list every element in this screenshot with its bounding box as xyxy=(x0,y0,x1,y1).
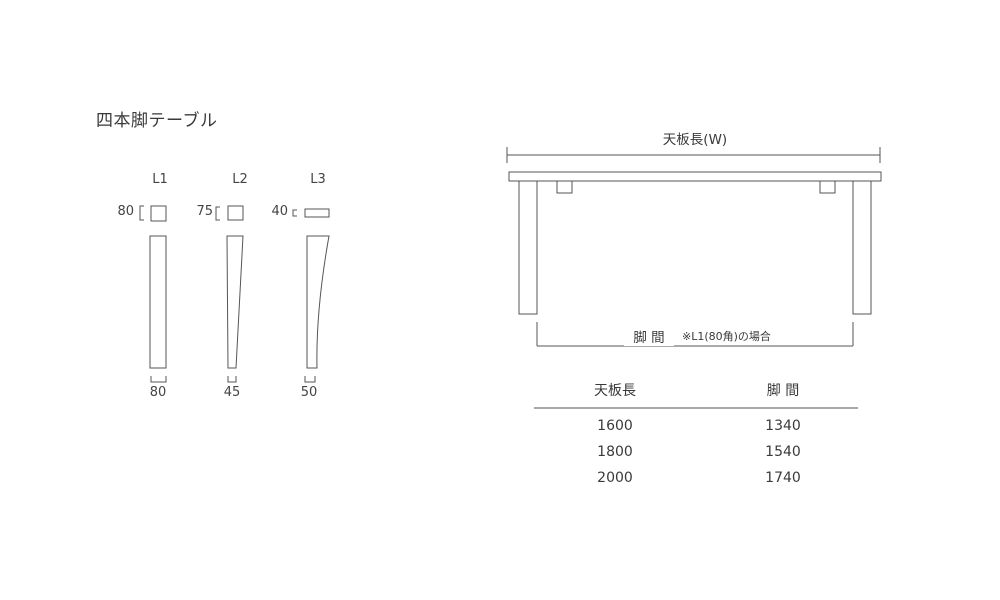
apron-left xyxy=(556,180,573,194)
leg-l1-bottom-value: 80 xyxy=(149,385,167,400)
width-label: 天板長(W) xyxy=(662,132,728,148)
gap-label: 脚 間 xyxy=(624,326,674,346)
leg-l1-section-bracket xyxy=(139,205,144,221)
leg-l1-label: L1 xyxy=(152,172,168,187)
front-leg-left xyxy=(518,180,538,315)
leg-l2-section-bracket xyxy=(215,206,220,221)
table-cell: 1800 xyxy=(597,444,633,460)
table-cell: 1600 xyxy=(597,418,633,434)
table-cell: 2000 xyxy=(597,470,633,486)
table-header-top-length: 天板長 xyxy=(594,383,636,399)
table-cell: 1540 xyxy=(765,444,801,460)
leg-l3-bottom-value: 50 xyxy=(300,385,318,400)
leg-l1-section-square xyxy=(150,205,167,222)
leg-l2-bottom-value: 45 xyxy=(223,385,241,400)
leg-l2-bottom-bracket xyxy=(227,376,237,383)
front-leg-right xyxy=(852,180,872,315)
leg-l2-section-value: 75 xyxy=(196,204,213,219)
leg-l3-section-value: 40 xyxy=(271,204,288,219)
table-cell: 1740 xyxy=(765,470,801,486)
leg-l1-section-value: 80 xyxy=(117,204,134,219)
leg-l3-profile xyxy=(306,235,330,369)
gap-dimension-line xyxy=(536,322,854,347)
leg-l3-section-bracket xyxy=(292,209,297,217)
table-top xyxy=(508,171,882,182)
page-title: 四本脚テーブル xyxy=(96,111,218,131)
leg-l2-profile xyxy=(226,235,244,369)
table-cell: 1340 xyxy=(765,418,801,434)
leg-l3-section-rect xyxy=(304,208,330,218)
leg-l3-label: L3 xyxy=(310,172,326,187)
leg-l2-label: L2 xyxy=(232,172,248,187)
gap-note: ※L1(80角)の場合 xyxy=(680,328,773,344)
leg-l1-profile xyxy=(149,235,167,369)
width-dimension-line xyxy=(506,147,881,163)
leg-l3-bottom-bracket xyxy=(304,376,316,383)
leg-l1-bottom-bracket xyxy=(150,376,167,383)
leg-l2-section-square xyxy=(227,205,244,221)
table-header-leg-gap: 脚 間 xyxy=(766,383,800,399)
apron-right xyxy=(819,180,836,194)
